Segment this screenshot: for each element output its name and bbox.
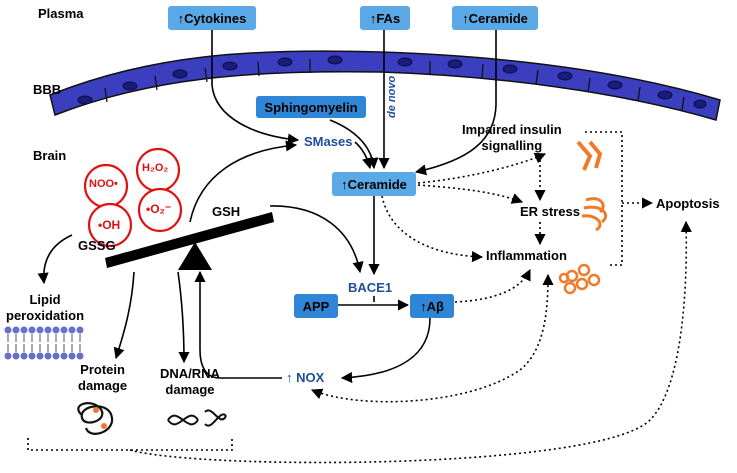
- inflammation-label: Inflammation: [486, 248, 567, 263]
- plasma-cytokines-box: ↑Cytokines: [168, 6, 256, 30]
- ros-cluster: [83, 147, 183, 248]
- ros-o2-label: •O₂⁻: [146, 202, 172, 216]
- de-novo-label: de novo: [386, 75, 398, 118]
- arrow-nox-inflammation: [310, 273, 554, 403]
- protein-damage-label: Protein damage: [78, 362, 127, 394]
- sphingomyelin-box: Sphingomyelin: [256, 96, 366, 118]
- er-stress-label: ER stress: [520, 204, 580, 219]
- bottom-bracket-to-apoptosis: [27, 438, 233, 451]
- bbb-label: BBB: [33, 82, 62, 97]
- arrow-gsh-to-bace1: [269, 205, 364, 274]
- arrow-seesaw-to-protein: [113, 271, 135, 360]
- inflammation-icon: [558, 263, 601, 295]
- bracket-to-apoptosis: [585, 131, 623, 266]
- ros-noo-label: NOO•: [89, 178, 118, 190]
- protein-icon: [77, 402, 114, 435]
- arrow-ceramide-to-inflammation: [381, 195, 484, 263]
- seesaw: [105, 212, 274, 270]
- apoptosis-label: Apoptosis: [656, 196, 720, 211]
- arrow-plasma-ceramide-to-ceramide: [414, 30, 497, 176]
- arrow-seesaw-to-dna: [177, 271, 190, 364]
- arrow-nox-to-seesaw: [194, 270, 282, 379]
- arrow-sphingomyelin-to-ceramide: [329, 119, 379, 170]
- impaired-insulin-line1: Impaired insulin: [462, 122, 562, 137]
- plasma-fas-box: ↑FAs: [360, 6, 410, 30]
- insulin-receptor-icon: [576, 140, 603, 171]
- nox-label: ↑ NOX: [286, 370, 325, 385]
- arrow-bottom-to-apoptosis: [129, 220, 692, 464]
- plasma-label: Plasma: [38, 6, 84, 21]
- plasma-ceramide-box: ↑Ceramide: [452, 6, 538, 30]
- app-box: APP: [294, 294, 338, 318]
- arrow-abeta-to-inflammation: [454, 268, 531, 303]
- lipid-peroxidation-label: Lipid peroxidation: [6, 292, 84, 324]
- dna-line1: DNA/RNA: [160, 366, 220, 381]
- lipid-line1: Lipid: [29, 292, 61, 307]
- lipid-bilayer-icon: [4, 326, 84, 360]
- arrow-ceramide-to-er-stress: [417, 184, 524, 204]
- gsh-label: GSH: [212, 204, 241, 219]
- impaired-insulin-label: Impaired insulin signalling: [462, 122, 562, 154]
- ros-h2o2-label: H₂O₂: [142, 162, 169, 174]
- dna-icon: [167, 409, 227, 427]
- gssg-label: GSSG: [78, 238, 116, 253]
- arrow-abeta-to-nox: [340, 317, 431, 384]
- impaired-insulin-line2: signalling: [481, 138, 543, 153]
- protein-line1: Protein: [80, 362, 125, 377]
- lipid-line2: peroxidation: [6, 308, 85, 323]
- bbb-cell-layer: [49, 50, 721, 121]
- arrow-ceramide-to-insulin: [417, 152, 547, 184]
- bace1-label: BACE1: [348, 280, 393, 295]
- arrow-ros-to-lipid: [37, 234, 73, 285]
- protein-line2: damage: [78, 378, 128, 393]
- brain-label: Brain: [33, 148, 67, 163]
- arrow-seesaw-to-smases: [189, 140, 298, 223]
- arrow-smases-to-ceramide: [354, 141, 373, 170]
- dna-damage-label: DNA/RNA damage: [160, 366, 220, 398]
- brain-ceramide-box: ↑Ceramide: [332, 172, 416, 196]
- abeta-box: ↑Aβ: [410, 294, 454, 318]
- arrow-cytokines-to-smases: [211, 30, 300, 145]
- ros-oh-label: •OH: [98, 218, 121, 232]
- dna-line2: damage: [165, 382, 215, 397]
- er-icon: [581, 197, 608, 232]
- smases-label: SMases: [304, 134, 353, 149]
